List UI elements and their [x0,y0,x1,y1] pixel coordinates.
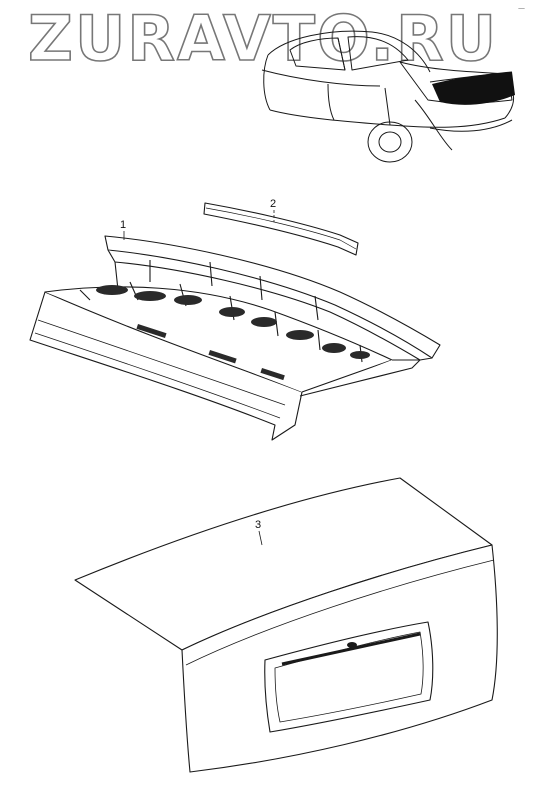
part-number-label: 2 [270,198,276,210]
lock-cylinder [347,642,357,648]
open-trunk-black-fill [432,72,515,105]
callout-part-3: 3 [255,519,263,546]
callout-part-1: 1 [120,219,126,240]
corner-mark: — [518,4,525,12]
part-3-trunk-lid [74,477,498,773]
part-number-label: 3 [255,519,261,531]
shelf-openings [96,285,370,381]
part-number-label: 1 [120,219,126,231]
watermark-text: ZURAVTO.RU [28,2,498,75]
license-lamp-strip [281,632,421,666]
part-1-rear-shelf [29,235,441,441]
car-overview-illustration [261,30,515,163]
callout-part-2: 2 [270,198,276,222]
part-2-trim-strip [203,202,359,256]
